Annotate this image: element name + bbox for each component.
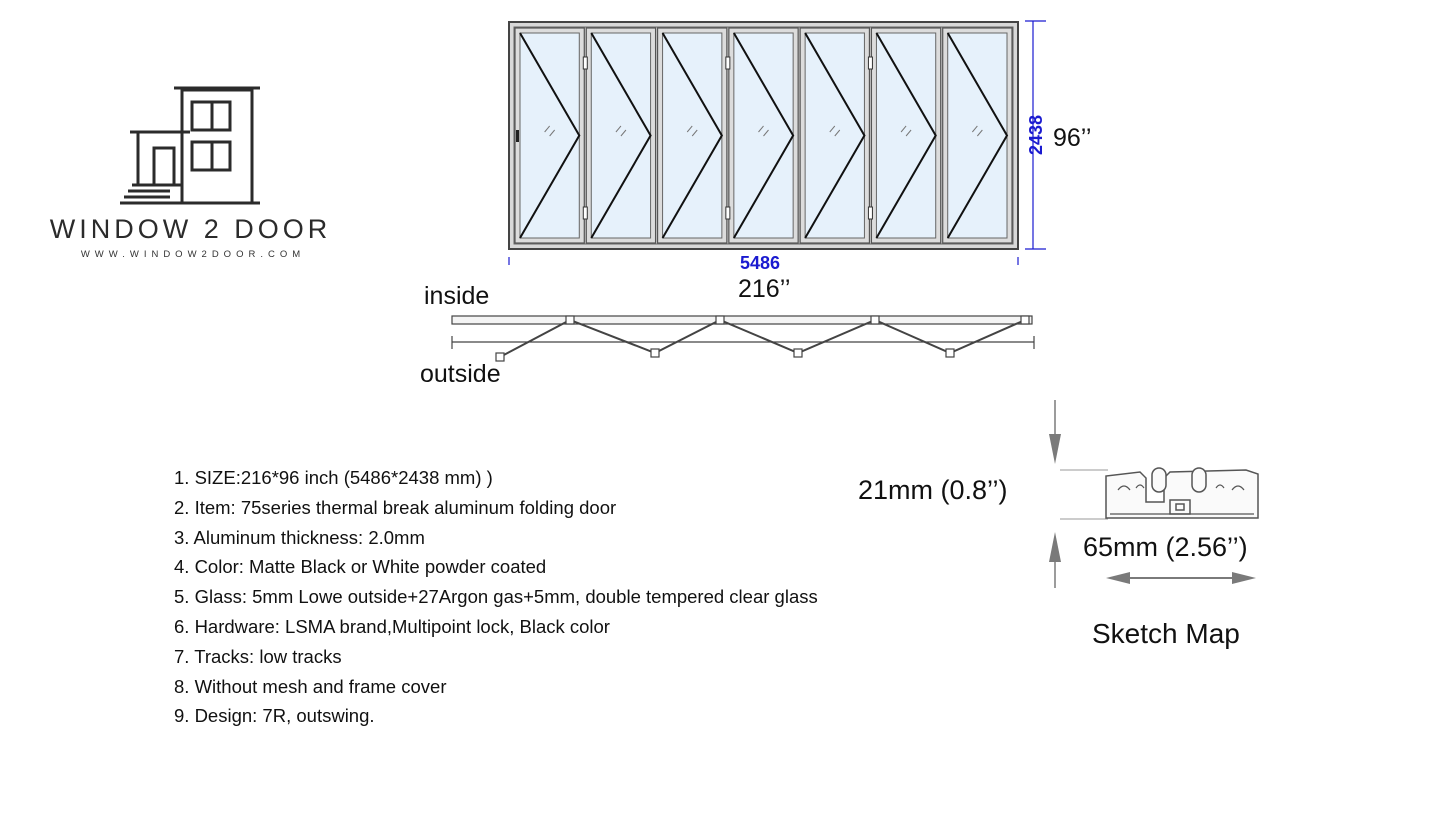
profile-section-diagram	[1049, 400, 1259, 588]
fold-direction-mark	[661, 32, 724, 239]
fold-plan-diagram	[451, 315, 1035, 362]
glass-mark	[900, 125, 912, 137]
height-mm-label: 2438	[1026, 115, 1046, 155]
fold-hinge-point	[715, 315, 725, 325]
fold-direction-mark	[804, 32, 866, 239]
hinge-icon	[582, 206, 588, 220]
outside-label: outside	[420, 360, 501, 388]
fold-hinge-point	[565, 315, 575, 325]
hinge-icon	[725, 206, 731, 220]
door-panel-glass	[804, 32, 865, 239]
hinge-icon	[867, 56, 873, 70]
brand-name: WINDOW 2 DOOR	[49, 214, 332, 244]
sketch-map-title: Sketch Map	[1092, 618, 1240, 649]
spec-item: 9. Design: 7R, outswing.	[174, 705, 375, 727]
fold-direction-mark	[875, 32, 937, 239]
width-mm-label: 5486	[737, 253, 784, 274]
glass-mark	[544, 125, 556, 137]
profile-height-label: 21mm (0.8’’)	[858, 475, 1008, 505]
glass-mark	[615, 125, 627, 137]
fold-hinge-point	[945, 348, 955, 358]
spec-item: 7. Tracks: low tracks	[174, 645, 342, 667]
fold-hinge-point	[495, 352, 505, 362]
spec-item: 6. Hardware: LSMA brand,Multipoint lock,…	[174, 615, 610, 637]
spec-item: 5. Glass: 5mm Lowe outside+27Argon gas+5…	[174, 586, 818, 608]
glass-mark	[758, 125, 769, 137]
fold-direction-mark	[946, 32, 1009, 239]
spec-item: 8. Without mesh and frame cover	[174, 675, 447, 697]
fold-hinge-point	[1020, 315, 1030, 325]
hinge-icon	[582, 56, 588, 70]
fold-hinge-point	[870, 315, 880, 325]
door-handle-icon	[516, 130, 519, 142]
height-inch-label: 96’’	[1053, 124, 1092, 152]
inside-label: inside	[424, 282, 490, 310]
spec-list: 1. SIZE:216*96 inch (5486*2438 mm) ) 2. …	[174, 463, 818, 731]
spec-item: 2. Item: 75series thermal break aluminum…	[174, 496, 617, 518]
glass-mark	[971, 125, 983, 137]
width-inch-label: 216’’	[738, 275, 791, 303]
door-elevation-diagram	[508, 20, 1046, 265]
fold-direction-mark	[590, 32, 652, 239]
spec-item: 1. SIZE:216*96 inch (5486*2438 mm) )	[174, 467, 493, 488]
brand-logo-icon	[120, 86, 260, 205]
profile-width-label: 65mm (2.56’’)	[1083, 532, 1248, 562]
spec-item: 4. Color: Matte Black or White powder co…	[174, 556, 547, 578]
hinge-icon	[867, 206, 873, 220]
fold-hinge-point	[650, 348, 660, 358]
glass-mark	[829, 125, 841, 137]
fold-direction-mark	[732, 32, 795, 239]
hinge-icon	[725, 56, 731, 70]
fold-path-line	[499, 318, 1026, 358]
spec-item: 3. Aluminum thickness: 2.0mm	[174, 526, 425, 548]
brand-url: WWW.WINDOW2DOOR.COM	[80, 249, 306, 260]
glass-mark	[686, 125, 698, 137]
fold-direction-mark	[519, 32, 581, 239]
height-mm-text: 2438	[1026, 115, 1046, 155]
fold-hinge-point	[793, 348, 803, 358]
